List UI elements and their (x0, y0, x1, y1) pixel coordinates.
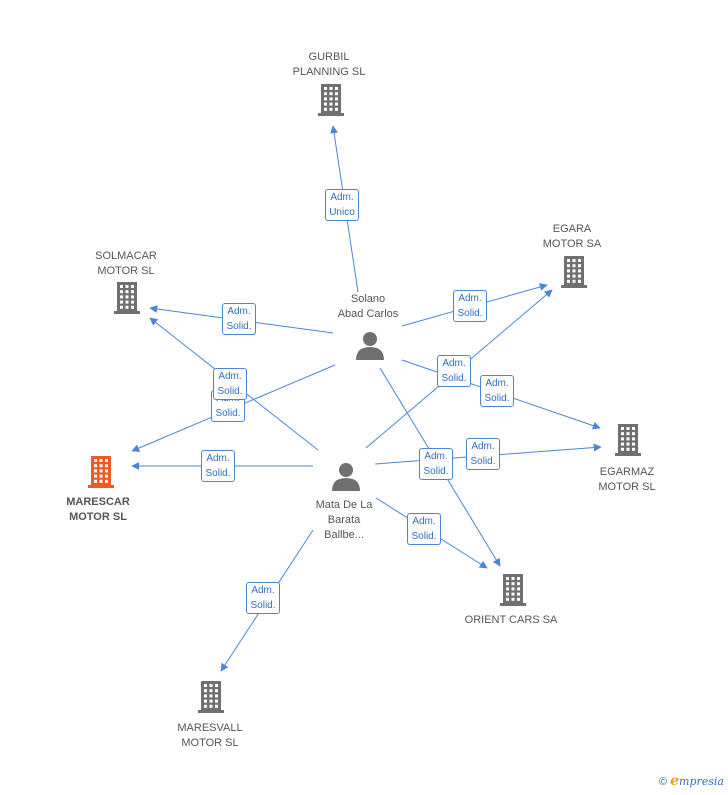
empresia-logo: ©empresia (659, 773, 724, 789)
edge-label-solano-to-orient[interactable]: Adm. Solid. (419, 448, 453, 480)
building-icon-maresvall[interactable] (198, 681, 224, 713)
edge-label-solano-to-solmacar[interactable]: Adm. Solid. (222, 303, 256, 335)
edge-label-mata-to-maresvall[interactable]: Adm. Solid. (246, 582, 280, 614)
edge-label-mata-to-orient[interactable]: Adm. Solid. (407, 513, 441, 545)
edge-label-mata-to-egarmaz[interactable]: Adm. Solid. (466, 438, 500, 470)
person-icon-solano[interactable] (356, 332, 384, 360)
edge-label-mata-to-solmacar[interactable]: Adm. Solid. (213, 368, 247, 400)
building-icon-solmacar[interactable] (114, 282, 140, 314)
edge-label-mata-to-egara[interactable]: Adm. Solid. (437, 355, 471, 387)
edge-label-solano-to-egara[interactable]: Adm. Solid. (453, 290, 487, 322)
node-label-gurbil[interactable]: GURBIL PLANNING SL (292, 51, 366, 78)
edge-label-solano-to-egarmaz[interactable]: Adm. Solid. (480, 375, 514, 407)
building-icon-egarmaz[interactable] (615, 424, 641, 456)
node-label-marescar[interactable]: MARESCAR MOTOR SL (66, 496, 130, 523)
building-icon-orient[interactable] (500, 574, 526, 606)
node-label-egarmaz[interactable]: EGARMAZ MOTOR SL (598, 466, 656, 493)
edge-label-solano-to-gurbil[interactable]: Adm. Unico (325, 189, 359, 221)
edge-label-mata-to-marescar[interactable]: Adm. Solid. (201, 450, 235, 482)
building-icon-egara[interactable] (561, 256, 587, 288)
building-icon-gurbil[interactable] (318, 84, 344, 116)
node-label-orient[interactable]: ORIENT CARS SA (464, 614, 558, 626)
person-icon-mata[interactable] (332, 463, 360, 491)
node-label-egara[interactable]: EGARA MOTOR SA (542, 223, 602, 250)
node-label-solmacar[interactable]: SOLMACAR MOTOR SL (95, 250, 157, 277)
node-label-maresvall[interactable]: MARESVALL MOTOR SL (177, 722, 243, 749)
building-icon-marescar[interactable] (88, 456, 114, 488)
node-label-solano[interactable]: Solano Abad Carlos (337, 293, 399, 320)
node-label-mata[interactable]: Mata De La Barata Ballbe... (315, 499, 373, 541)
